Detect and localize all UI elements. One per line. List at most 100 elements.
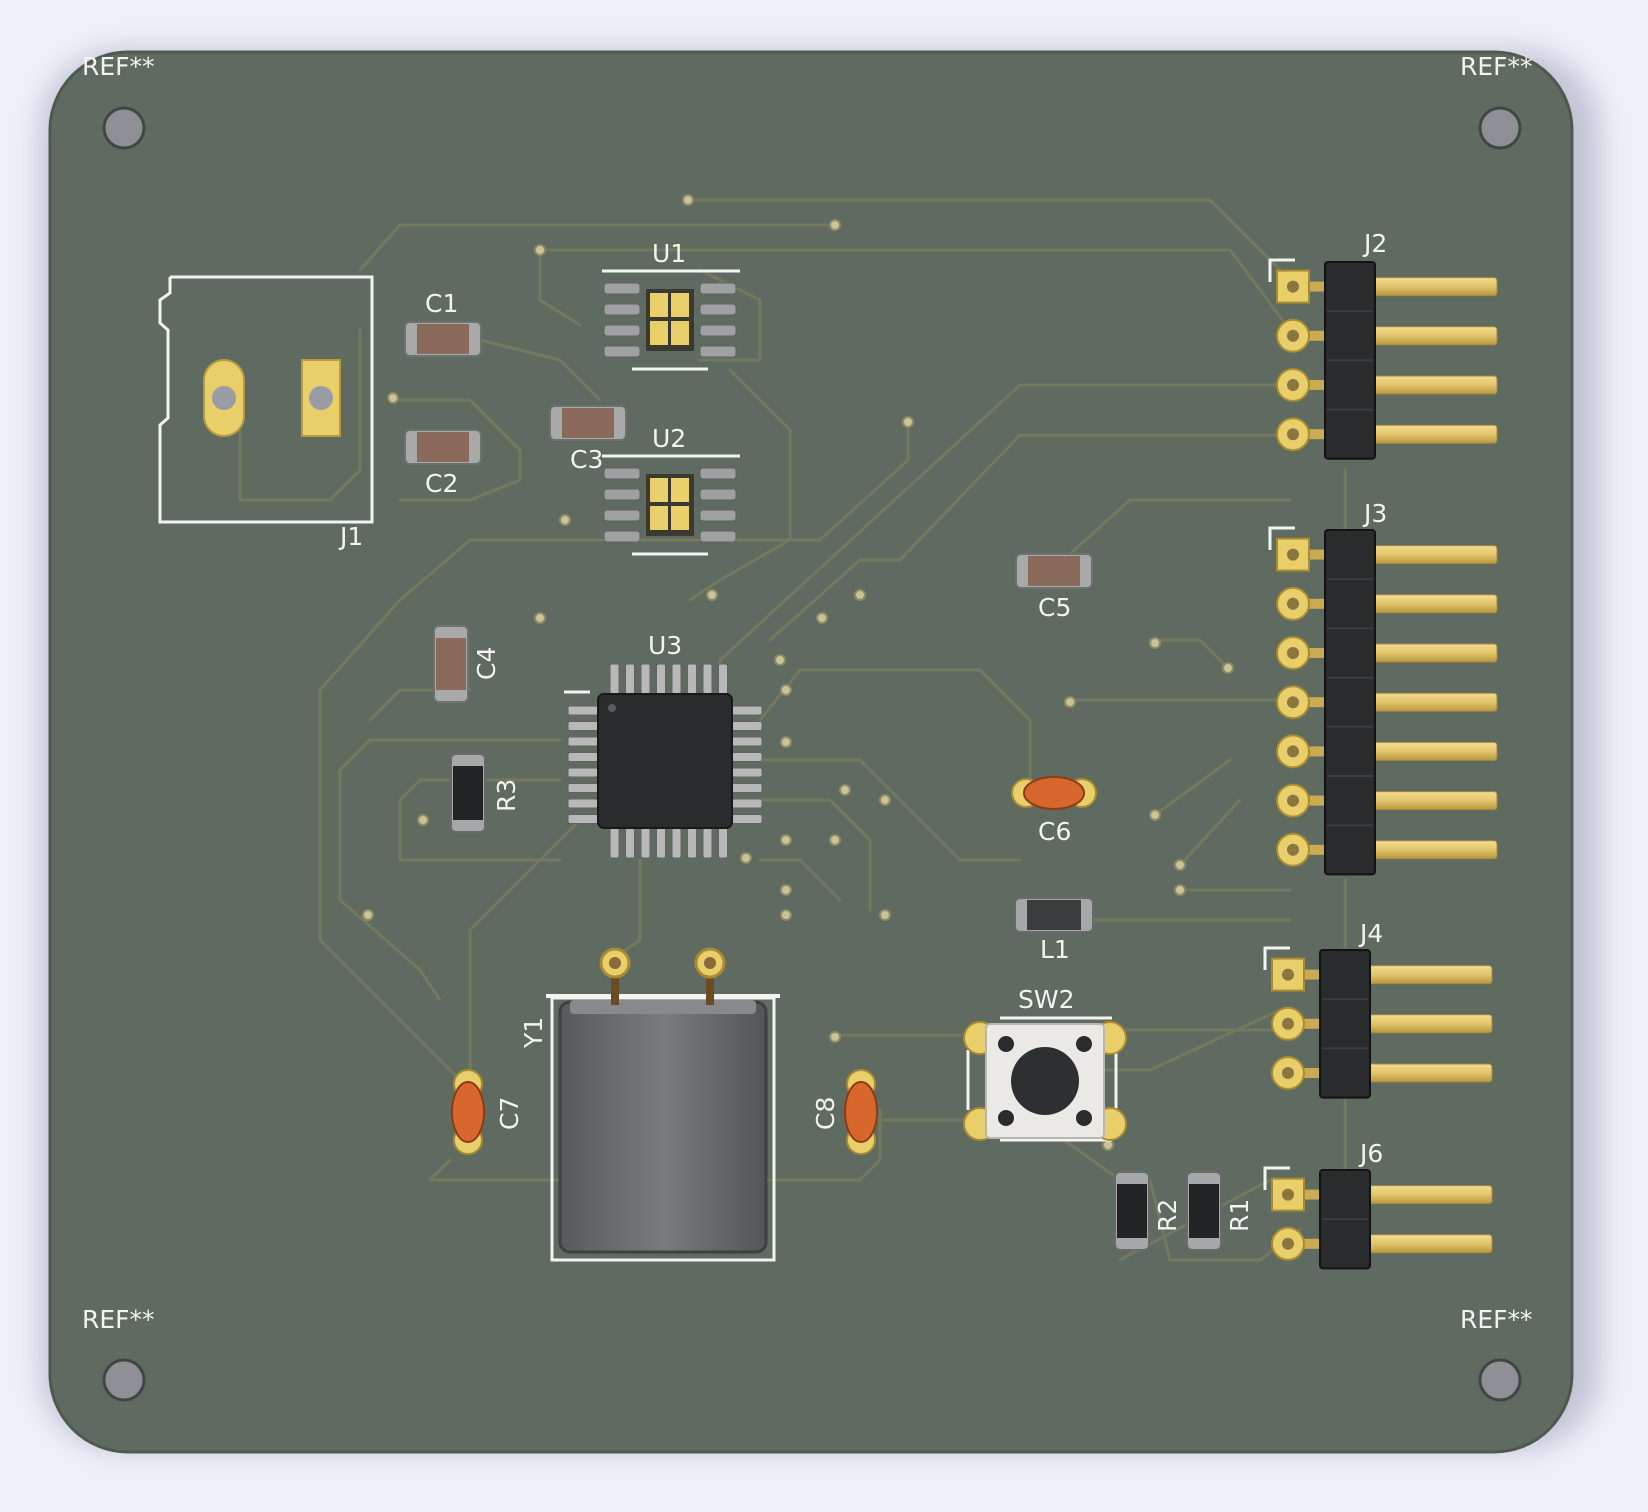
silkscreen-labels: REF** REF** REF** REF** J1 J2 J3 J4 J6 C… <box>82 52 1533 1334</box>
crystal-y1 <box>546 947 780 1262</box>
soic-pin <box>699 282 737 295</box>
header-j3 <box>1268 526 1498 876</box>
via <box>829 1031 841 1043</box>
header-body <box>1319 949 1371 1099</box>
header-pin <box>1364 741 1498 761</box>
trace <box>358 223 837 272</box>
trace <box>1048 1128 1302 1262</box>
qfp-pin <box>731 736 763 747</box>
soic-pin <box>603 530 641 543</box>
via <box>829 219 841 231</box>
via <box>780 834 792 846</box>
trace <box>1153 758 1232 817</box>
qfp-pin <box>731 798 763 809</box>
soic-ep-pad <box>671 506 689 530</box>
header-hole <box>1282 1067 1294 1079</box>
soic-pin <box>603 282 641 295</box>
via <box>1149 809 1161 821</box>
trace <box>758 798 872 912</box>
trace <box>538 248 582 327</box>
trace <box>686 198 1292 282</box>
mounting-hole-bottom-left <box>102 1358 146 1402</box>
header-pin-stub <box>1300 1238 1324 1249</box>
header-pin-stub <box>1305 549 1329 560</box>
via <box>1174 859 1186 871</box>
soic-pin <box>603 467 641 480</box>
qfp-pin <box>567 814 599 824</box>
trace <box>468 818 582 1082</box>
qfp-pin <box>687 827 697 859</box>
via <box>1174 884 1186 896</box>
header-j6 <box>1263 1166 1493 1270</box>
trace <box>738 758 1022 862</box>
header-pin-stub <box>1305 746 1329 757</box>
via <box>362 909 374 921</box>
header-pin <box>1359 1014 1493 1034</box>
j1-hole <box>212 386 236 410</box>
header-hole <box>1282 1237 1294 1250</box>
via <box>1064 696 1076 708</box>
via <box>534 612 546 624</box>
qfp-pin <box>656 827 666 859</box>
sw2-button[interactable] <box>1011 1047 1079 1115</box>
label-j4: J4 <box>1358 919 1383 948</box>
cap-body <box>436 638 466 690</box>
sw2-corner <box>1076 1036 1092 1052</box>
qfp-pin <box>567 752 599 762</box>
via <box>780 884 792 896</box>
sw2-corner <box>1076 1110 1092 1126</box>
via <box>534 244 546 256</box>
header-hole <box>1287 597 1299 610</box>
header-hole <box>1287 696 1299 709</box>
trace <box>398 778 562 862</box>
qfp-pin <box>567 767 599 778</box>
qfp-pin <box>625 663 635 695</box>
trace <box>1178 798 1242 867</box>
label-c5: C5 <box>1038 593 1071 622</box>
soic-pin <box>699 324 737 337</box>
disc-c7 <box>451 1069 485 1155</box>
label-c4: C4 <box>472 647 501 680</box>
pin1-marker <box>1268 526 1295 550</box>
pcb-board <box>50 52 1572 1452</box>
soic-pin <box>699 488 737 501</box>
qfp-pin <box>731 721 763 731</box>
header-pin-stub <box>1305 380 1329 390</box>
via <box>774 654 786 666</box>
disc-body <box>1023 776 1085 810</box>
header-pin-stub <box>1305 648 1329 658</box>
qfp-pin <box>671 663 682 695</box>
ref-label-top-right: REF** <box>1460 52 1533 81</box>
soic-pin <box>603 509 641 522</box>
disc-body <box>844 1081 878 1143</box>
via <box>1149 637 1161 649</box>
soic-pin <box>603 303 641 316</box>
header-pin <box>1364 791 1498 811</box>
connector-j1 <box>158 275 374 524</box>
label-u2: U2 <box>652 424 686 453</box>
header-pin <box>1359 965 1493 985</box>
header-hole <box>1282 1017 1294 1030</box>
qfp-pin <box>609 663 620 695</box>
capacitor-c2 <box>404 429 482 465</box>
label-sw2: SW2 <box>1018 985 1075 1014</box>
header-hole <box>1287 280 1299 293</box>
soic-pin <box>699 509 737 522</box>
via <box>839 784 851 796</box>
switch-sw2[interactable] <box>963 1016 1127 1142</box>
qfp-pin <box>567 736 599 747</box>
soic-u1 <box>602 269 740 371</box>
qfp-pin <box>718 663 728 695</box>
capacitor-c4 <box>433 625 469 703</box>
header-pin-stub <box>1305 330 1329 341</box>
trace <box>238 328 362 502</box>
header-pin <box>1364 326 1498 346</box>
resistors <box>450 753 1222 1251</box>
qfp-pin <box>625 827 635 859</box>
via <box>780 736 792 748</box>
qfp-pin <box>731 767 763 778</box>
header-pin <box>1359 1063 1493 1083</box>
qfp-pin <box>702 663 713 695</box>
soic-pin <box>699 345 737 358</box>
header-pin <box>1359 1234 1493 1254</box>
